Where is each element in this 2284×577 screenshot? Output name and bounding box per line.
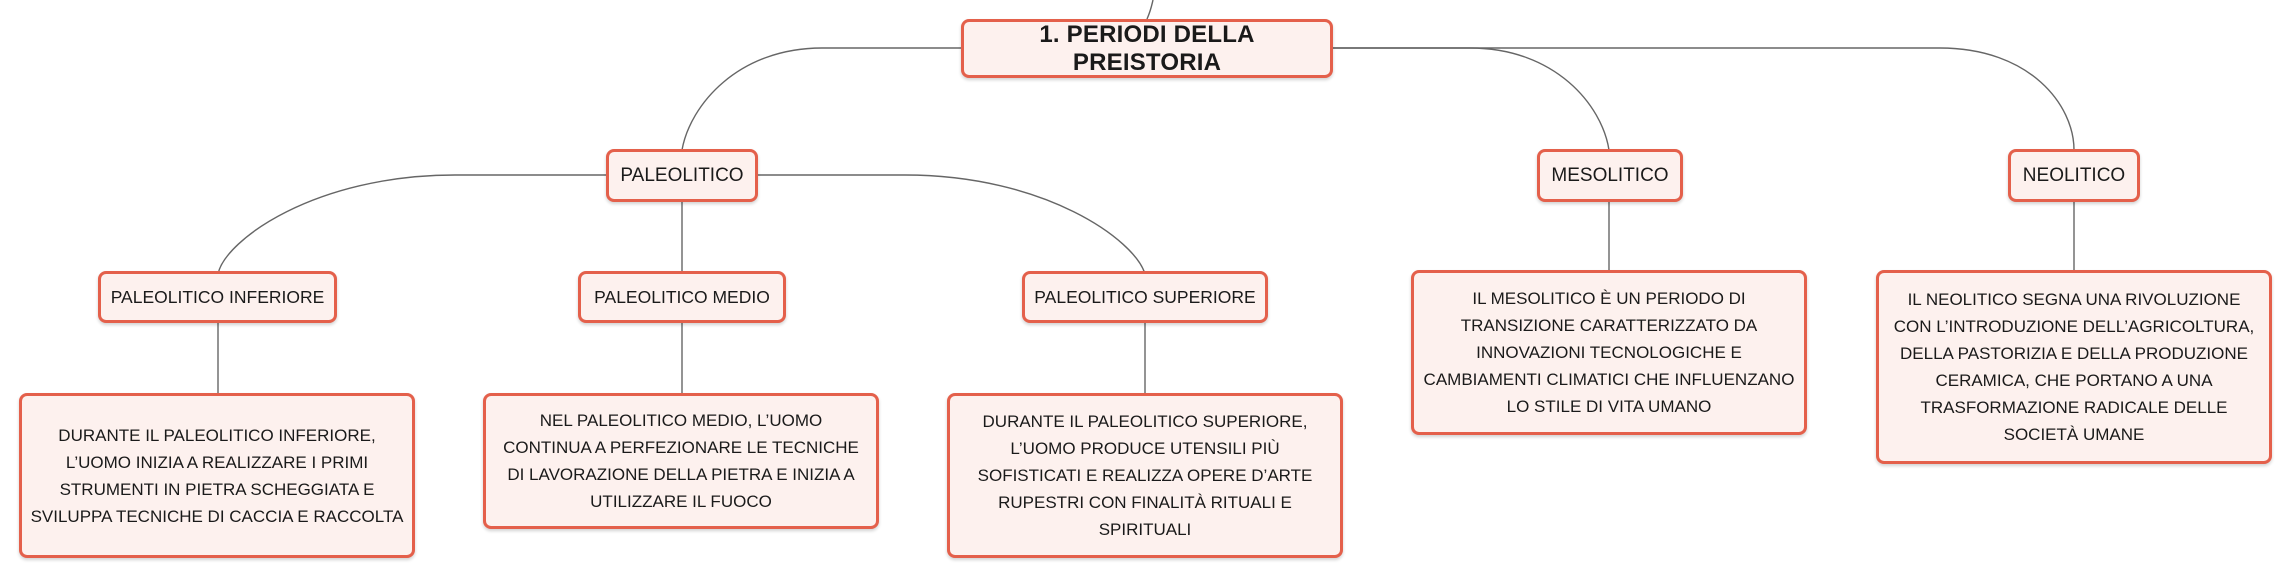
topic-neolitico[interactable]: NEOLITICO	[2008, 149, 2140, 202]
description-paleolitico-superiore-text: DURANTE IL PALEOLITICO SUPERIORE, L’UOMO…	[977, 412, 1313, 539]
description-paleolitico-medio-text: NEL PALEOLITICO MEDIO, L’UOMO CONTINUA A…	[503, 411, 859, 511]
description-paleolitico-inferiore[interactable]: DURANTE IL PALEOLITICO INFERIORE, L’UOMO…	[19, 393, 415, 558]
topic-paleolitico-label: PALEOLITICO	[620, 164, 744, 186]
connector-root-to-parent	[1146, 0, 1154, 20]
connector-paleolitico-to-superiore	[758, 174, 1146, 275]
subtopic-paleolitico-inferiore[interactable]: PALEOLITICO INFERIORE	[98, 271, 337, 323]
description-paleolitico-superiore[interactable]: DURANTE IL PALEOLITICO SUPERIORE, L’UOMO…	[947, 393, 1343, 558]
description-mesolitico-text: IL MESOLITICO È UN PERIODO DI TRANSIZION…	[1423, 289, 1795, 416]
root-topic-label: 1. PERIODI DELLA PREISTORIA	[1039, 20, 1255, 76]
subtopic-paleolitico-inferiore-label: PALEOLITICO INFERIORE	[110, 286, 325, 307]
description-mesolitico[interactable]: IL MESOLITICO È UN PERIODO DI TRANSIZION…	[1411, 270, 1807, 435]
subtopic-paleolitico-medio-label: PALEOLITICO MEDIO	[594, 286, 770, 307]
description-paleolitico-inferiore-text: DURANTE IL PALEOLITICO INFERIORE, L’UOMO…	[30, 425, 404, 526]
topic-mesolitico-label: MESOLITICO	[1551, 164, 1669, 186]
description-paleolitico-medio[interactable]: NEL PALEOLITICO MEDIO, L’UOMO CONTINUA A…	[483, 393, 879, 529]
root-topic[interactable]: 1. PERIODI DELLA PREISTORIA	[961, 19, 1333, 78]
description-neolitico-text: IL NEOLITICO SEGNA UNA RIVOLUZIONE CON L…	[1893, 290, 2255, 444]
connector-root-to-mesolitico	[1333, 47, 1610, 151]
subtopic-paleolitico-superiore-label: PALEOLITICO SUPERIORE	[1034, 286, 1256, 307]
topic-neolitico-label: NEOLITICO	[2022, 164, 2126, 186]
description-neolitico[interactable]: IL NEOLITICO SEGNA UNA RIVOLUZIONE CON L…	[1876, 270, 2272, 464]
connector-root-to-paleolitico	[681, 47, 961, 151]
subtopic-paleolitico-superiore[interactable]: PALEOLITICO SUPERIORE	[1022, 271, 1268, 323]
topic-mesolitico[interactable]: MESOLITICO	[1537, 149, 1683, 202]
topic-paleolitico[interactable]: PALEOLITICO	[606, 149, 758, 202]
subtopic-paleolitico-medio[interactable]: PALEOLITICO MEDIO	[578, 271, 786, 323]
connector-paleolitico-to-inferiore	[217, 174, 606, 275]
connector-root-to-neolitico	[1333, 47, 2075, 151]
